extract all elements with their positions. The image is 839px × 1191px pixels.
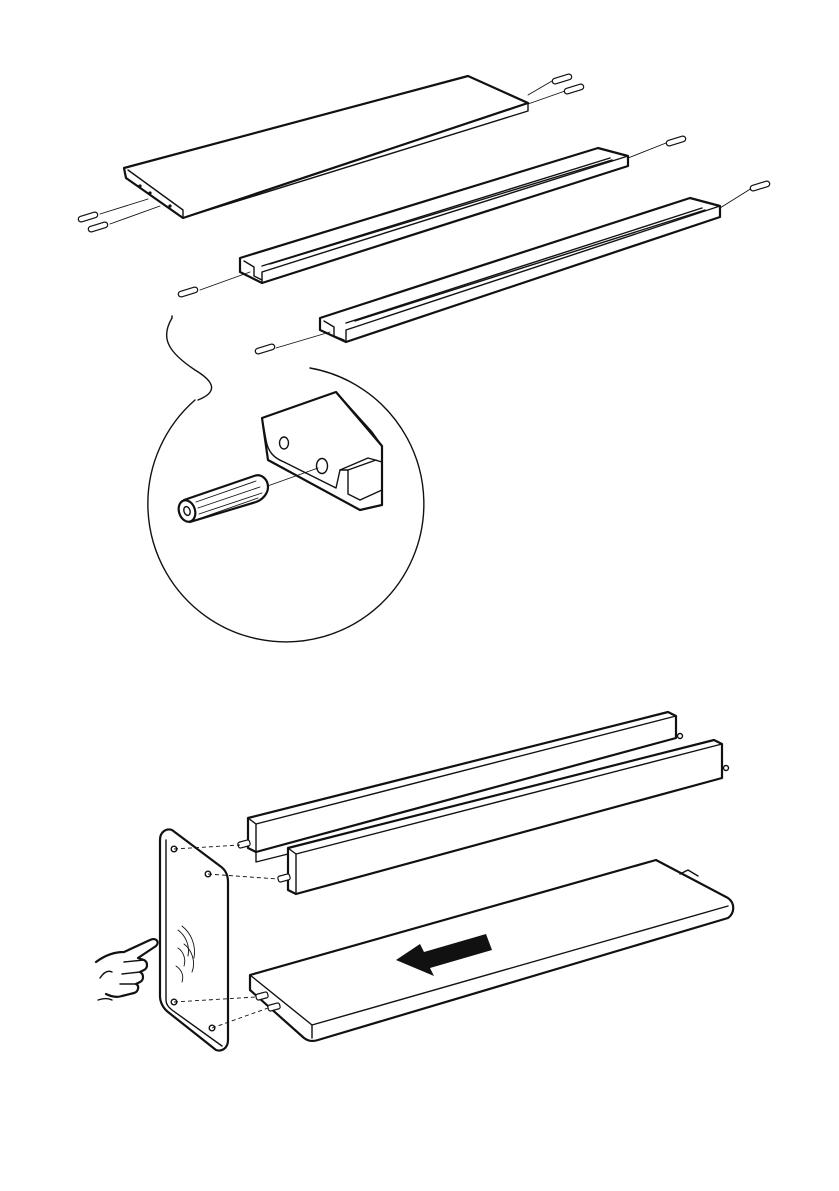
step-insert-dowels xyxy=(78,73,771,641)
side-panel xyxy=(160,829,228,1050)
wooden-dowel xyxy=(255,343,276,354)
wooden-dowel xyxy=(750,180,771,191)
wooden-dowel xyxy=(178,286,199,297)
wooden-dowel xyxy=(552,73,573,84)
step-attach-side-panel xyxy=(96,712,733,1051)
wooden-dowel xyxy=(88,221,109,232)
wooden-dowel xyxy=(78,211,99,222)
rail-end-closeup xyxy=(262,392,382,510)
detail-magnifier xyxy=(148,316,424,642)
pressing-hand-icon xyxy=(96,939,158,1000)
wooden-dowel xyxy=(564,83,585,94)
wooden-dowel xyxy=(666,135,687,146)
